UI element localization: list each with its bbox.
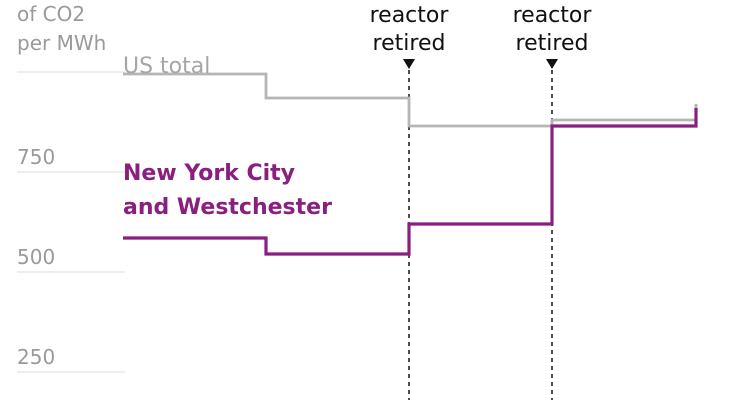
gridlines: 250 500 750 bbox=[17, 71, 125, 373]
tick-label-250: 250 bbox=[17, 345, 55, 369]
series-lines bbox=[123, 72, 698, 256]
tick-label-500: 500 bbox=[17, 245, 55, 269]
series-label-nyc-line-2: and Westchester bbox=[123, 195, 332, 220]
unit-label-line-2: per MWh bbox=[17, 31, 106, 55]
tick-label-750: 750 bbox=[17, 145, 55, 169]
event-guides: reactor retired reactor retired bbox=[370, 3, 593, 400]
series-label-nyc-line-1: New York City bbox=[123, 161, 295, 186]
series-label-us-total: US total bbox=[123, 54, 210, 79]
event-label-2-line-2: retired bbox=[516, 31, 589, 56]
unit-label-line-1: of CO2 bbox=[17, 2, 85, 26]
event-arrow-2 bbox=[546, 59, 558, 69]
event-arrow-1 bbox=[403, 59, 415, 69]
event-label-1-line-1: reactor bbox=[370, 3, 450, 28]
event-label-1-line-2: retired bbox=[373, 31, 446, 56]
event-label-2-line-1: reactor bbox=[513, 3, 593, 28]
series-nyc-westchester bbox=[123, 108, 698, 256]
